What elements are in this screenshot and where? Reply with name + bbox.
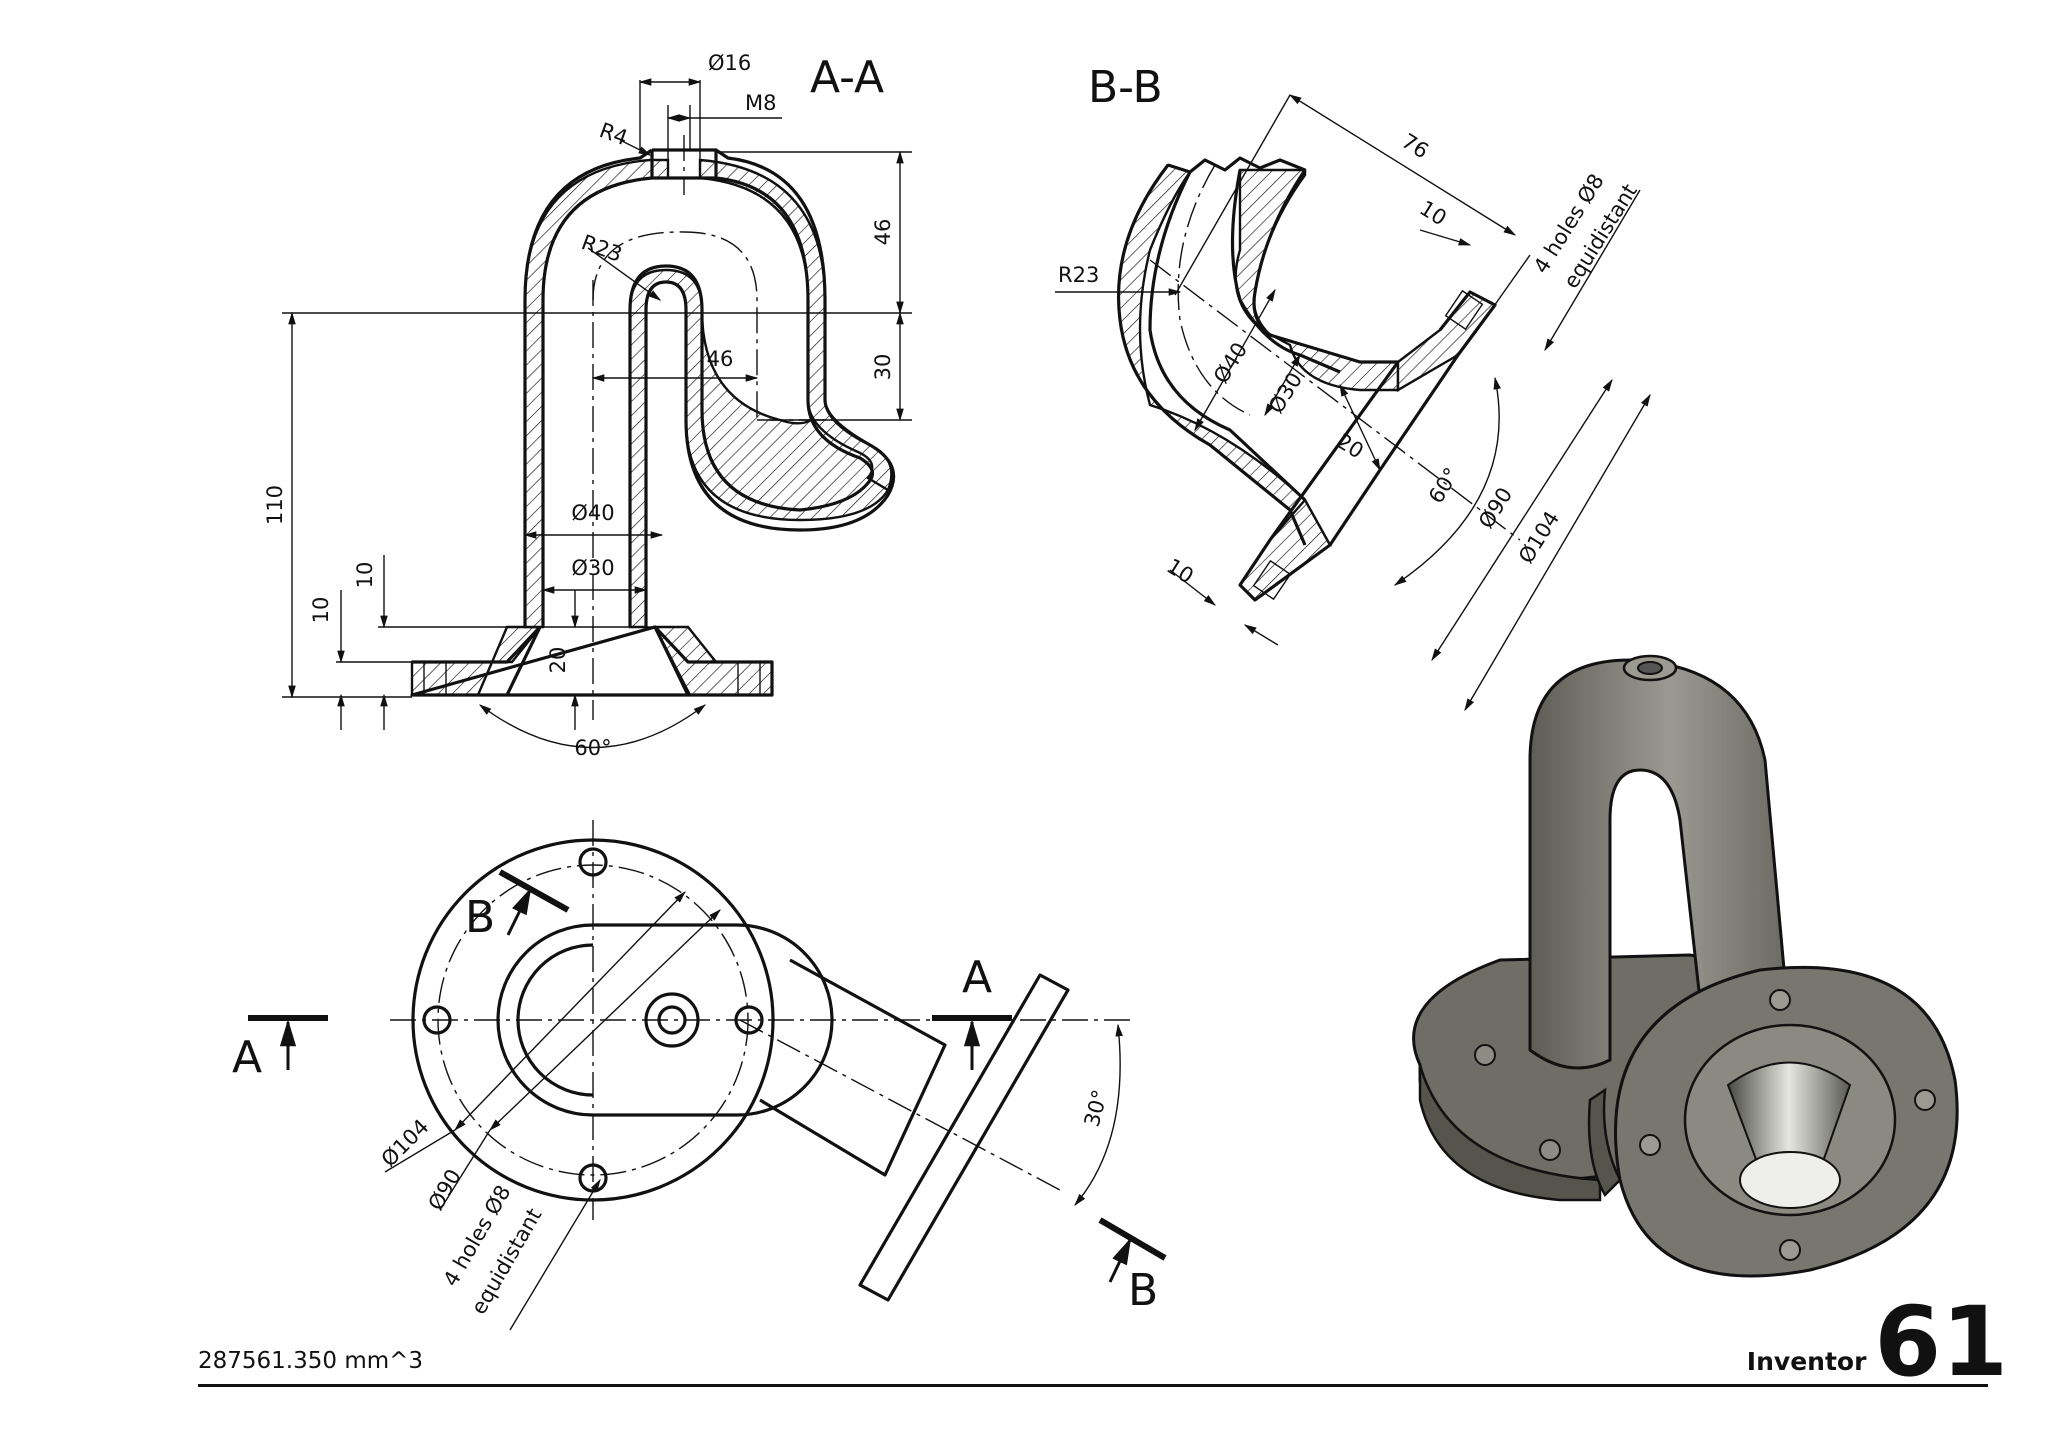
aa-text-m8: M8 — [745, 91, 776, 115]
bb-dim-d104 — [1464, 393, 1651, 712]
bb-text-d90: Ø90 — [1474, 483, 1517, 532]
aa-text-h30: 30 — [871, 354, 895, 381]
bb-text-d40: Ø40 — [1209, 338, 1252, 387]
tv-cut-b-bottom — [1098, 1217, 1167, 1261]
bb-wall-inner — [1234, 168, 1400, 392]
tv-text-a30: 30° — [1080, 1087, 1113, 1129]
bb-text-l76: 76 — [1397, 129, 1432, 164]
bb-dim-t10-1 — [1169, 569, 1216, 606]
bb-ext-76-b — [1469, 254, 1531, 341]
aa-centerline-bend — [592, 231, 758, 420]
aa-text-r23: R23 — [578, 230, 625, 267]
tv-label-b-top: B — [465, 892, 495, 943]
bb-text-l10: 10 — [1415, 196, 1450, 231]
aa-text-d16: Ø16 — [708, 51, 751, 75]
tv-leader-d90 — [439, 1129, 491, 1211]
tv-dim-a30 — [1074, 1023, 1123, 1206]
aa-bolt-hole-left — [423, 661, 447, 696]
iso-branch-hole-3 — [1779, 1239, 1801, 1261]
title-block: Inventor 61 — [1746, 1286, 2008, 1398]
aa-text-w46: 46 — [707, 347, 734, 371]
bb-text-d104: Ø104 — [1514, 507, 1564, 568]
aa-cone-inner — [505, 626, 690, 696]
aa-text-t10b: 10 — [309, 597, 333, 624]
tv-label-a-left: A — [232, 1032, 262, 1083]
section-aa-view: A-A Ø16 M8 R4 — [263, 51, 912, 760]
bb-bolt-hole-top — [1444, 289, 1484, 331]
section-bb-view: B-B 76 10 4 holes Ø8 equidistant R23 Ø40 — [1055, 62, 1651, 712]
aa-outer-outline — [523, 148, 896, 627]
aa-bolt-hole-right — [737, 661, 761, 696]
tv-text-d104: Ø104 — [377, 1115, 434, 1172]
iso-branch-hole-4 — [1639, 1134, 1661, 1156]
bb-dim-d40 — [1194, 288, 1276, 432]
aa-text-r4: R4 — [596, 118, 630, 150]
bb-dim-d90 — [1431, 378, 1613, 662]
tv-cut-b-top — [498, 869, 570, 913]
bb-dim-l10 — [1419, 229, 1472, 246]
isometric-model — [1412, 654, 1959, 1278]
aa-text-a60: 60° — [574, 736, 611, 760]
aa-leader-r23 — [587, 247, 662, 301]
section-bb-title: B-B — [1088, 62, 1163, 113]
aa-text-d30: Ø30 — [571, 556, 614, 580]
bb-text-d30: Ø30 — [1264, 368, 1307, 417]
iso-branch-flange-rim — [1587, 1087, 1622, 1198]
bb-flange-outline — [1238, 290, 1497, 602]
bb-bolt-hole-bottom — [1252, 559, 1292, 601]
exercise-number: 61 — [1874, 1286, 2008, 1398]
top-view: A A B B Ø104 Ø90 4 holes Ø8 equidistant … — [232, 820, 1167, 1331]
tv-text-d90: Ø90 — [424, 1165, 466, 1214]
tv-leader-holes — [509, 1178, 601, 1331]
aa-text-t10a: 10 — [353, 562, 377, 589]
tv-centerline-branch — [739, 1019, 1061, 1191]
iso-base-hole-1 — [1474, 1044, 1496, 1066]
aa-text-h46: 46 — [871, 219, 895, 246]
aa-leader-r4 — [619, 139, 652, 156]
volume-readout: 287561.350 mm^3 — [198, 1348, 424, 1374]
iso-base-flange-rim — [1418, 1064, 1602, 1202]
tv-leader-d104 — [384, 1129, 456, 1173]
iso-base-hole-2 — [1539, 1139, 1561, 1161]
bottom-rule — [198, 1384, 1988, 1387]
aa-text-h20: 20 — [546, 647, 570, 674]
tv-branch-flange — [858, 973, 1070, 1302]
iso-branch-hole-1 — [1769, 989, 1791, 1011]
bb-dim-h20 — [1339, 383, 1381, 472]
tv-cut-b-bottom-arrow — [1108, 1237, 1132, 1283]
aa-text-h110: 110 — [263, 485, 287, 525]
tv-branch — [759, 958, 947, 1177]
aa-inner-outline — [541, 176, 875, 627]
aa-text-d40: Ø40 — [571, 501, 614, 525]
tv-label-b-bottom: B — [1128, 1265, 1158, 1316]
aa-dim-a60 — [478, 704, 707, 749]
software-name: Inventor — [1746, 1347, 1867, 1376]
bb-text-a60: 60° — [1424, 463, 1464, 507]
bb-text-t10: 10 — [1162, 554, 1197, 589]
tv-dim-d90 — [489, 909, 721, 1131]
bb-dim-t10-2 — [1243, 624, 1279, 646]
bb-dim-d30 — [1264, 353, 1301, 417]
bb-text-r23: R23 — [1058, 263, 1099, 287]
iso-top-hole — [1637, 661, 1663, 675]
bb-centerline-bend — [1177, 164, 1251, 416]
section-aa-title: A-A — [810, 52, 884, 103]
bb-ext-76-a — [1174, 94, 1291, 296]
bb-leader-holes — [1544, 189, 1641, 352]
bb-broken-edge — [1167, 156, 1306, 174]
bb-dim-l76 — [1288, 94, 1517, 236]
iso-branch-bore — [1739, 1151, 1841, 1209]
tv-label-a-right: A — [962, 952, 992, 1003]
tv-cut-b-top-arrow — [506, 887, 532, 936]
iso-branch-hole-2 — [1914, 1089, 1936, 1111]
